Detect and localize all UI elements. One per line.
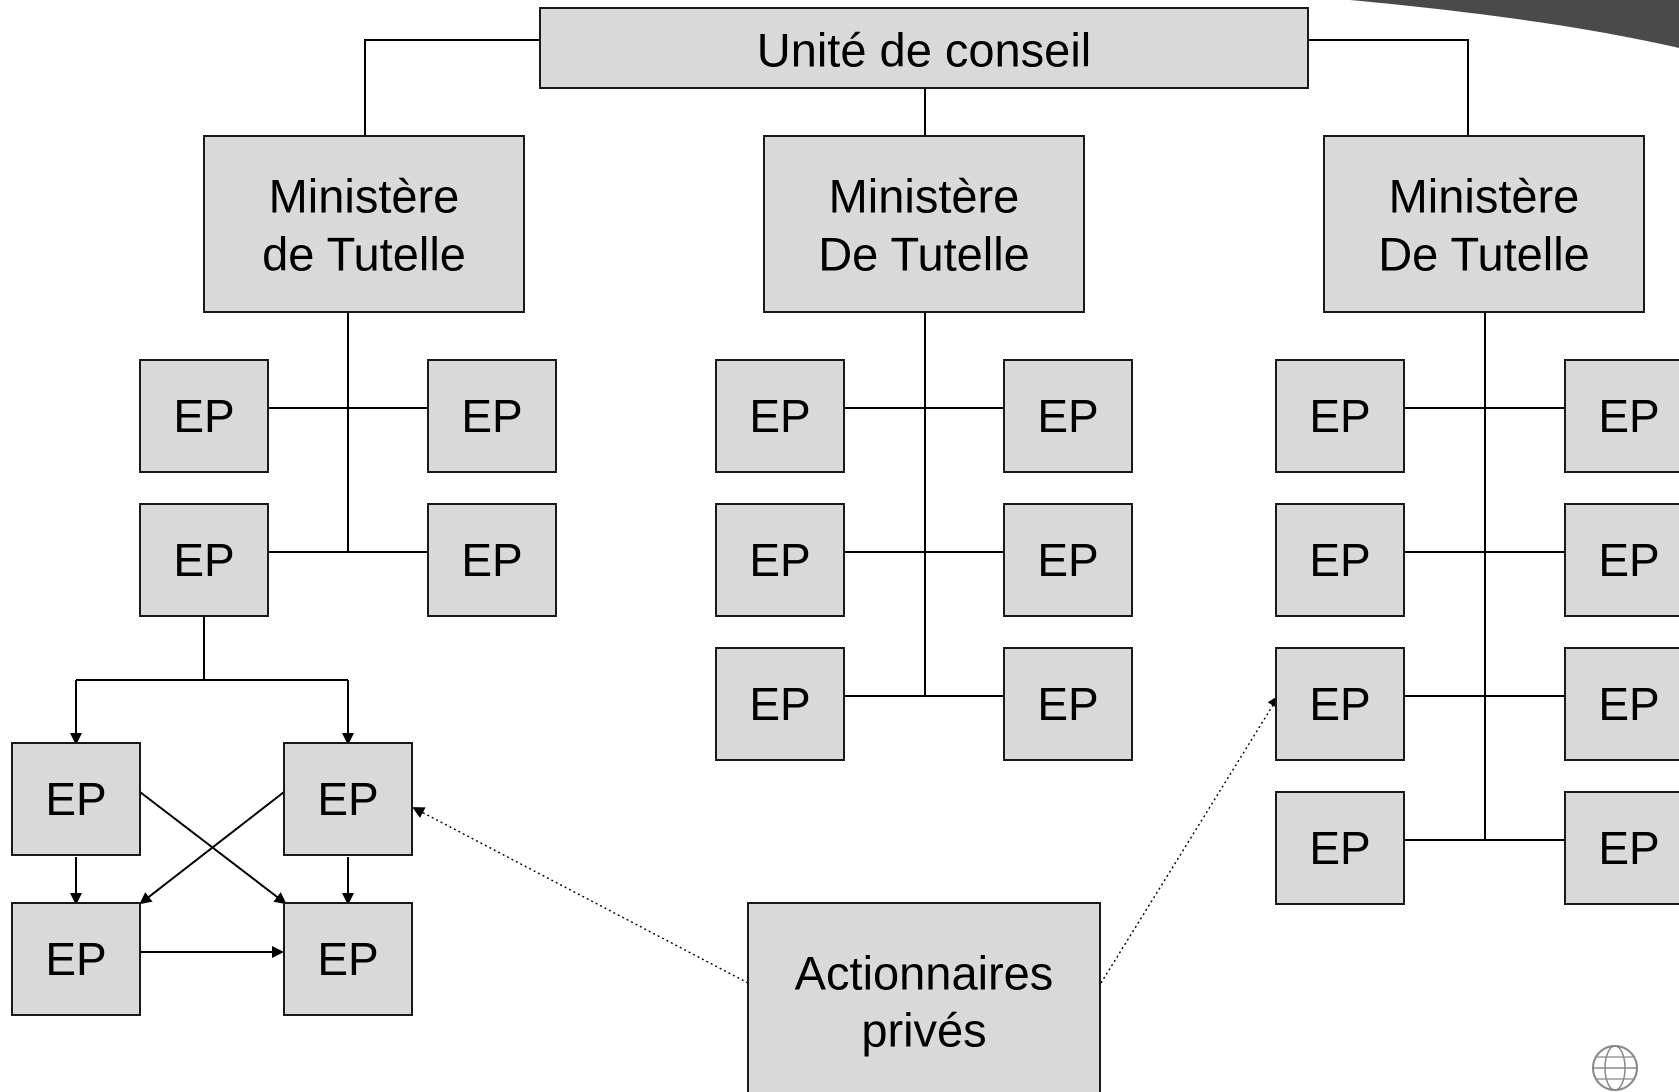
ep-node: EP: [11, 902, 141, 1016]
ep-node: EP: [1275, 791, 1405, 905]
ep-node: EP: [1564, 791, 1679, 905]
ep-node: EP: [139, 503, 269, 617]
top-node-label: Unité de conseil: [757, 24, 1091, 77]
ministry-label-line1: Ministère: [269, 170, 460, 223]
ep-label: EP: [461, 390, 522, 442]
corner-swoosh-decoration: [1350, 0, 1679, 48]
middle-tree-connectors: [845, 312, 1004, 697]
ep-node: EP: [11, 742, 141, 856]
ep-node: EP: [1275, 503, 1405, 617]
investors-label-line2: privés: [861, 1004, 986, 1057]
ministry-node-right: Ministère De Tutelle: [1323, 135, 1645, 313]
ep-label: EP: [461, 534, 522, 586]
ep-nodes: EP EP EP EP EP EP EP EP EP EP EP EP EP EP EP EP EP EP EP EP…: [11, 359, 1679, 1016]
ep-label: EP: [1598, 534, 1659, 586]
ep-node: EP: [715, 359, 845, 473]
ep-label: EP: [1309, 822, 1370, 874]
ep-node: EP: [283, 742, 413, 856]
top-node: Unité de conseil: [539, 7, 1309, 89]
ep-node: EP: [427, 503, 557, 617]
ep-label: EP: [1037, 390, 1098, 442]
ep-label: EP: [1037, 678, 1098, 730]
ministry-node-left: Ministère de Tutelle: [203, 135, 525, 313]
ep-label: EP: [749, 534, 810, 586]
ep-label: EP: [749, 678, 810, 730]
ep-label: EP: [317, 773, 378, 825]
ep-node: EP: [715, 647, 845, 761]
ep-node: EP: [1275, 359, 1405, 473]
ep-label: EP: [45, 773, 106, 825]
ep-node: EP: [1003, 647, 1133, 761]
ep-label: EP: [1598, 822, 1659, 874]
ep-label: EP: [749, 390, 810, 442]
top-connectors: [364, 39, 1469, 136]
ep-label: EP: [173, 390, 234, 442]
ep-node: EP: [283, 902, 413, 1016]
globe-icon: [1592, 1045, 1638, 1091]
ep-node: EP: [1564, 359, 1679, 473]
ministry-label-line2: de Tutelle: [262, 228, 466, 281]
ministry-label-line1: Ministère: [829, 170, 1020, 223]
ministry-label-line2: De Tutelle: [1378, 228, 1590, 281]
investors-node: Actionnaires privés: [747, 902, 1101, 1092]
investors-label-line1: Actionnaires: [795, 947, 1054, 1000]
ep-node: EP: [427, 359, 557, 473]
ministry-node-middle: Ministère De Tutelle: [763, 135, 1085, 313]
ep-node: EP: [1003, 503, 1133, 617]
ep-label: EP: [1037, 534, 1098, 586]
ep-node: EP: [1275, 647, 1405, 761]
ep-label: EP: [1598, 678, 1659, 730]
ep-node: EP: [1564, 647, 1679, 761]
ep-label: EP: [1309, 678, 1370, 730]
ep-label: EP: [1309, 534, 1370, 586]
right-tree-connectors: [1405, 312, 1565, 841]
ep-label: EP: [317, 933, 378, 985]
ep-node: EP: [139, 359, 269, 473]
ep-label: EP: [1309, 390, 1370, 442]
ep-node: EP: [715, 503, 845, 617]
ministry-label-line1: Ministère: [1389, 170, 1580, 223]
ep-node: EP: [1564, 503, 1679, 617]
ep-label: EP: [45, 933, 106, 985]
investor-links: [412, 695, 1280, 984]
ministry-label-line2: De Tutelle: [818, 228, 1030, 281]
ep-label: EP: [173, 534, 234, 586]
ep-label: EP: [1598, 390, 1659, 442]
ep-node: EP: [1003, 359, 1133, 473]
left-tree-connectors: [70, 312, 428, 958]
